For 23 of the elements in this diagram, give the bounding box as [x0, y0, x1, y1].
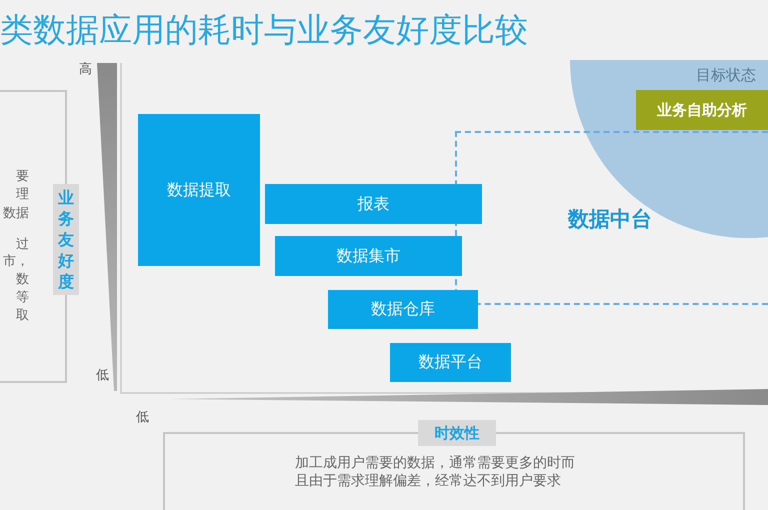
- highlight-box: 业务自助分析: [636, 90, 768, 130]
- category-box: 数据集市: [275, 236, 462, 276]
- category-box: 数据平台: [390, 343, 511, 382]
- category-box: 数据提取: [138, 114, 260, 266]
- zone-label: 目标状态: [696, 65, 756, 86]
- region-label: 数据中台: [568, 206, 652, 233]
- description-text: 数据: [3, 205, 29, 222]
- category-box: 数据仓库: [328, 290, 478, 329]
- page-title: 类数据应用的耗时与业务友好度比较: [0, 9, 528, 51]
- description-text: 等: [16, 289, 29, 306]
- description-text: 数: [16, 271, 29, 288]
- description-text: 加工成用户需要的数据，通常需要更多的时而且由于需求理解偏差，经常达不到用户要求: [295, 454, 576, 490]
- axis-end-label: 低: [136, 409, 149, 427]
- axis-title-tag: 时效性: [418, 420, 496, 446]
- axis-end-label: 高: [79, 61, 92, 79]
- description-text: 取: [16, 307, 29, 324]
- description-text: 要: [16, 168, 29, 185]
- axis-title-tag: 业务友好度: [53, 184, 79, 295]
- description-text: 市，: [3, 253, 29, 270]
- description-text: 过: [16, 236, 29, 253]
- category-box: 报表: [265, 184, 482, 224]
- axis-end-label: 低: [96, 367, 109, 385]
- description-text: 理: [16, 186, 29, 203]
